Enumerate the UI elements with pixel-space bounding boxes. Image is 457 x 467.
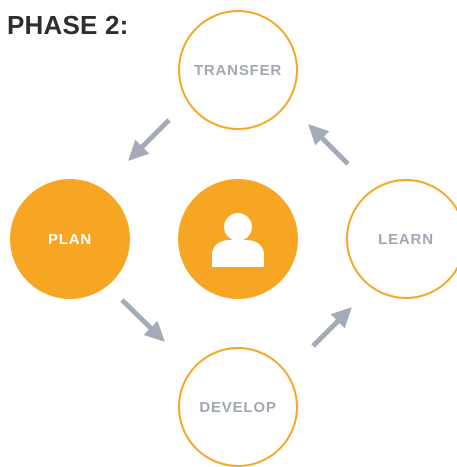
node-transfer: TRANSFER bbox=[178, 10, 298, 130]
node-plan: PLAN bbox=[10, 179, 130, 299]
node-develop: DEVELOP bbox=[178, 347, 298, 467]
page-title: PHASE 2: bbox=[7, 10, 129, 40]
node-transfer-label: TRANSFER bbox=[193, 61, 283, 79]
arrow-plan-to-develop bbox=[120, 298, 165, 342]
node-learn-label: LEARN bbox=[378, 230, 434, 248]
node-plan-label: PLAN bbox=[47, 230, 93, 248]
node-learn: LEARN bbox=[346, 179, 457, 299]
center-user-node bbox=[178, 179, 298, 299]
arrow-transfer-to-plan bbox=[128, 118, 171, 161]
arrow-develop-to-learn bbox=[311, 307, 352, 348]
user-icon bbox=[212, 213, 264, 267]
node-develop-label: DEVELOP bbox=[199, 398, 277, 416]
arrow-learn-to-transfer bbox=[308, 124, 350, 166]
